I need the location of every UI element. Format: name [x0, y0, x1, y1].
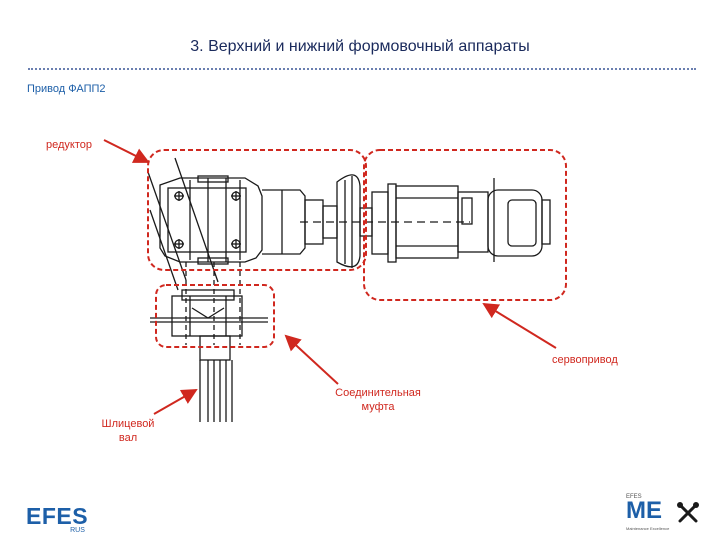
me-logo-sub: Maintenance Excellence: [626, 526, 670, 531]
slide-title: 3. Верхний и нижний формовочный аппараты: [190, 38, 530, 55]
slide-subtitle: Привод ФАПП2: [27, 83, 106, 95]
coupling-label-line2: муфта: [361, 401, 395, 413]
servo-label: сервопривод: [552, 354, 618, 366]
efes-logo: EFESRUS: [26, 503, 103, 534]
coupling-label-line1: Соединительная: [335, 387, 421, 399]
coupling-highlight: [155, 284, 275, 348]
spline-shaft-label: Шлицевой вал: [88, 417, 168, 445]
title-divider: [28, 68, 696, 70]
servo-highlight: [363, 149, 567, 301]
efes-logo-text: EFES: [26, 503, 89, 529]
mechanical-drawing: [147, 157, 551, 422]
reducer-label: редуктор: [46, 139, 92, 151]
reducer-highlight: [147, 149, 367, 271]
efes-logo-sub: RUS: [70, 527, 85, 534]
coupling-label: Соединительная муфта: [323, 386, 433, 414]
reducer-arrow: [103, 139, 150, 163]
pointer-arrows: [103, 139, 557, 415]
tools-icon: [677, 502, 699, 523]
me-logo-text: ME: [626, 497, 662, 524]
spline-shaft-label-line2: вал: [118, 432, 138, 444]
servo-arrow: [482, 302, 557, 349]
coupling-arrow: [284, 334, 339, 385]
highlight-boxes: [147, 149, 567, 348]
me-logo: EFES ME Maintenance Excellence: [626, 494, 712, 534]
me-logo-small: EFES: [626, 494, 642, 500]
spline-shaft-label-line1: Шлицевой: [101, 418, 155, 430]
shaft-arrow: [153, 389, 198, 415]
